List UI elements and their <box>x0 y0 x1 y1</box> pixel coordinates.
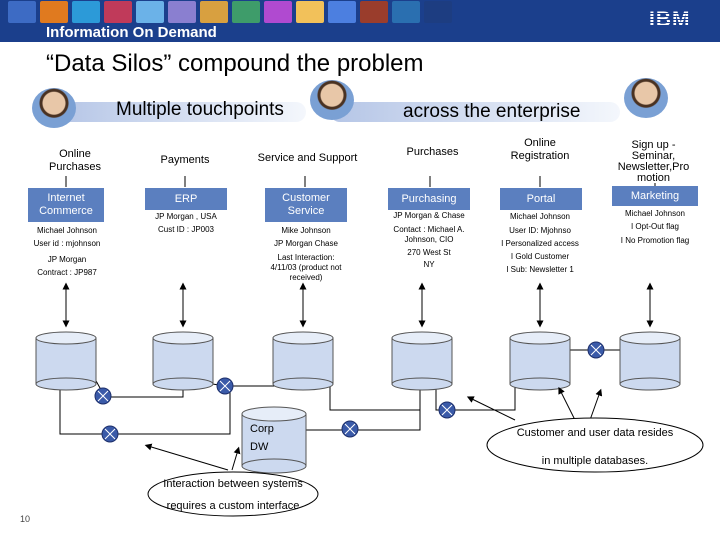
system-box: ERP <box>145 188 227 210</box>
header-banner <box>0 0 720 42</box>
record-detail: Contact : Michael A. Johnson, CIO <box>393 225 465 244</box>
record-detail: I Gold Customer <box>510 252 570 261</box>
record-detail: I Opt-Out flag <box>630 222 680 231</box>
record-detail: I Personalized access <box>501 239 579 248</box>
banner-photo-tile <box>168 1 196 23</box>
banner-photo-tile <box>40 1 68 23</box>
banner-photo-tile <box>392 1 420 23</box>
banner-photo-tile <box>360 1 388 23</box>
banner-photo-tile <box>200 1 228 23</box>
banner-photo-tile <box>104 1 132 23</box>
banner-photo-tile <box>136 1 164 23</box>
corp-dw-label: Corp DW <box>250 423 274 453</box>
silo-note-line: Customer and user data resides <box>516 427 674 439</box>
touchpoint-ribbon <box>56 102 306 122</box>
category-label: Payments <box>160 154 210 166</box>
page-number: 10 <box>20 514 31 524</box>
record-detail: JP Morgan , USA <box>155 212 217 221</box>
record-detail: I Sub: Newsletter 1 <box>506 265 574 274</box>
banner-photo-tile <box>232 1 260 23</box>
record-detail: Michael Johnson <box>509 212 571 221</box>
category-label: Service and Support <box>257 152 358 164</box>
touchpoint-ribbon <box>330 102 620 122</box>
record-detail: JP Morgan & Chase <box>393 211 465 220</box>
person-photo <box>310 80 354 120</box>
banner-photo-tile <box>72 1 100 23</box>
system-box: Internet Commerce <box>28 188 104 222</box>
record-detail: I No Promotion flag <box>620 236 690 245</box>
record-detail: 270 West St NY <box>407 248 451 269</box>
banner-photo-tile <box>264 1 292 23</box>
person-photo <box>32 88 76 128</box>
silo-note-ellipse <box>486 417 704 473</box>
system-box: Customer Service <box>265 188 347 222</box>
record-detail: User ID: Mjohnso <box>509 226 571 235</box>
category-label: Sign up - Seminar, Newsletter,Pro motion <box>617 139 690 184</box>
person-photo <box>624 78 668 118</box>
interface-connector-icons <box>94 341 605 443</box>
category-label: Purchases <box>406 146 459 158</box>
record-detail: Michael Johnson <box>36 226 98 235</box>
record-detail: JP Morgan Chase <box>274 239 338 248</box>
record-detail: Mike Johnson <box>281 226 331 235</box>
system-box: Portal <box>500 188 582 210</box>
record-detail: Michael Johnson <box>624 209 686 218</box>
ibm-logo: IBM <box>649 8 691 31</box>
record-detail: Last Interaction: 4/11/03 (product not r… <box>270 253 342 282</box>
left-heading: Multiple touchpoints <box>116 99 284 120</box>
category-label: Online Purchases <box>49 148 101 173</box>
right-heading: across the enterprise <box>403 101 581 122</box>
record-detail: User id : mjohnson <box>33 239 101 248</box>
system-box: Purchasing <box>388 188 470 210</box>
record-detail: Cust ID : JP003 <box>157 225 215 234</box>
banner-photo-tile <box>424 1 452 23</box>
record-detail: JP Morgan Contract : JP987 <box>37 255 97 277</box>
category-label: Online Registration <box>510 137 570 162</box>
interaction-note-ellipse <box>147 471 319 517</box>
banner-photo-tile <box>296 1 324 23</box>
interaction-note-line: Interaction between systems <box>163 478 303 490</box>
banner-title: Information On Demand <box>46 24 217 41</box>
system-box: Marketing <box>612 186 698 206</box>
banner-photo-tile <box>328 1 356 23</box>
silo-note-line: in multiple databases. <box>541 455 649 467</box>
interaction-note-line: requires a custom interface <box>166 500 300 512</box>
slide-title: “Data Silos” compound the problem <box>46 50 424 77</box>
banner-photo-tile <box>8 1 36 23</box>
database-cylinders <box>35 331 681 474</box>
corp-dw-cylinder <box>241 406 307 474</box>
